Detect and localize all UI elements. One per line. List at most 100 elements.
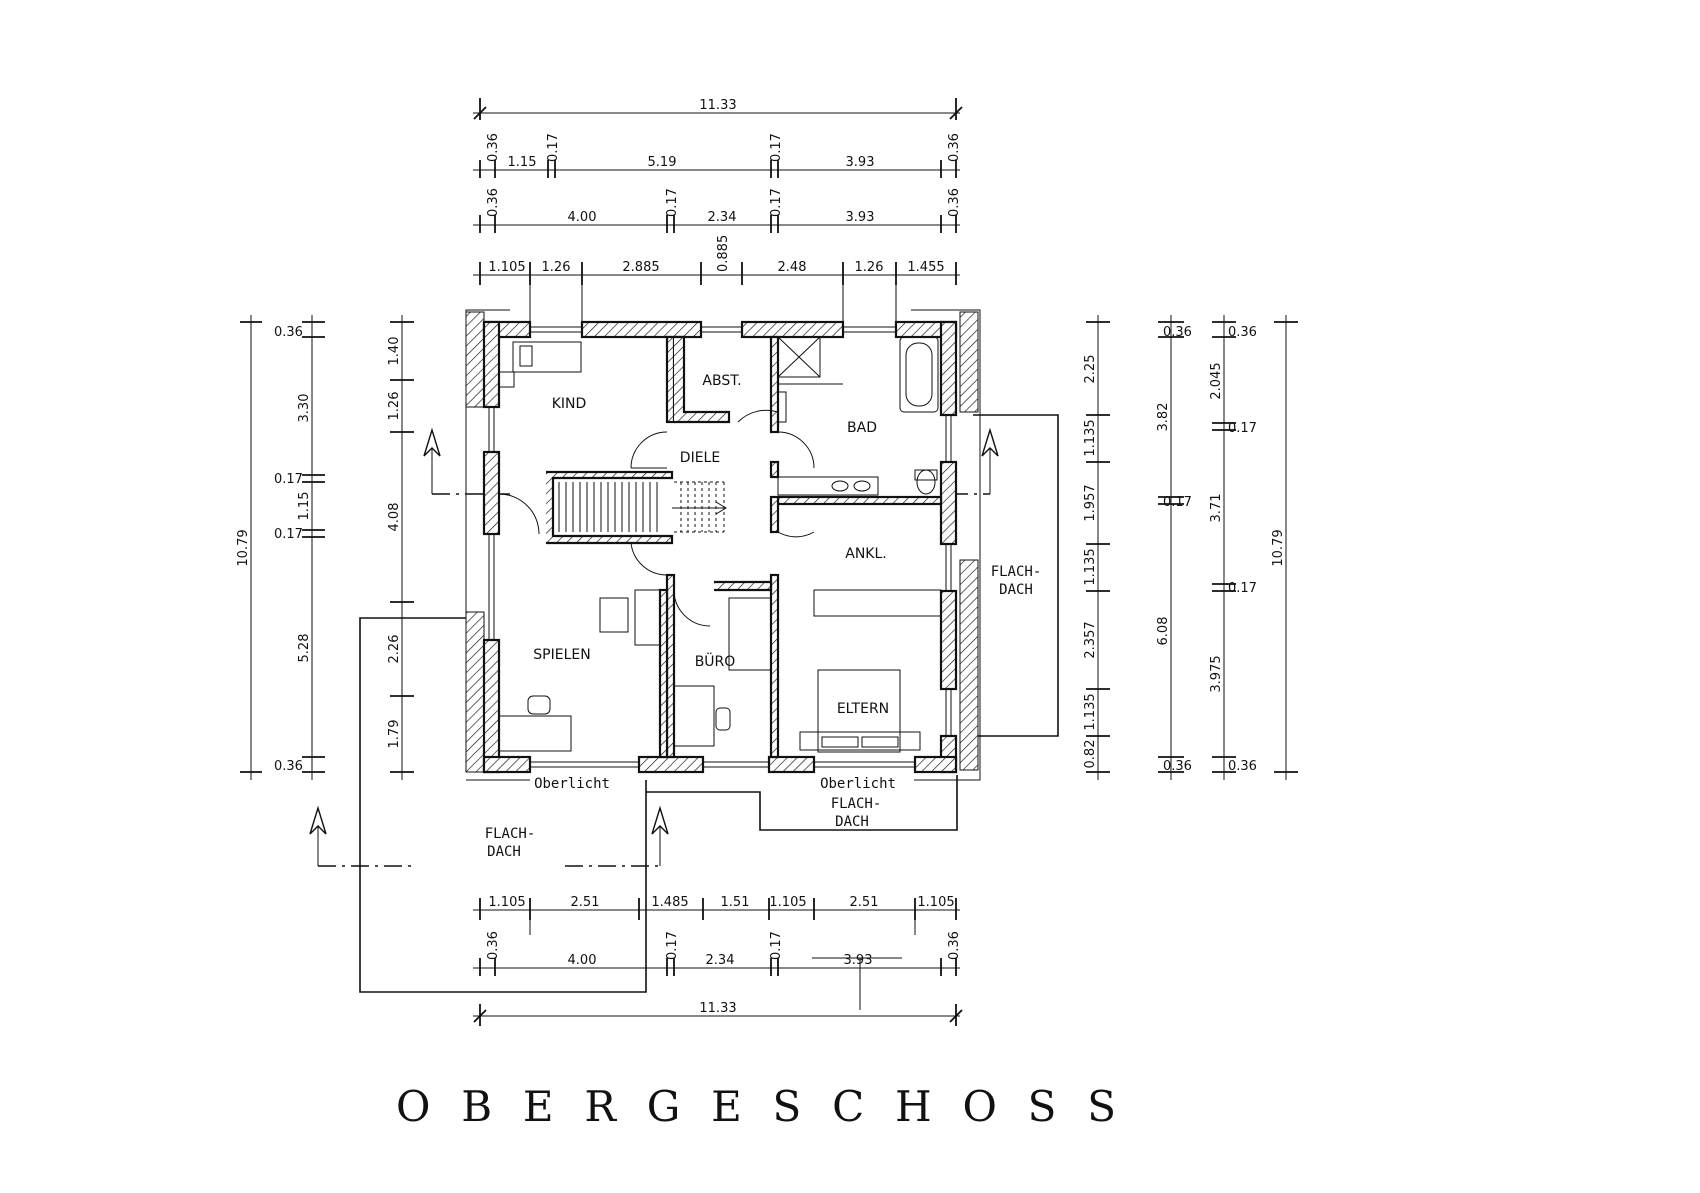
dim-right-col3-5: 3.975 xyxy=(1209,655,1224,692)
dim-right-col1-0: 2.25 xyxy=(1083,355,1098,384)
dim-top-row4-4: 2.48 xyxy=(778,260,807,275)
dim-bottom-row1-0: 1.105 xyxy=(488,895,525,910)
dim-top-row4-5: 1.26 xyxy=(855,260,884,275)
dim-bottom-row2-6: 0.36 xyxy=(947,931,962,960)
dim-bottom-row2-0: 0.36 xyxy=(486,931,501,960)
room-spielen: SPIELEN xyxy=(533,647,590,663)
note-flachdach-right-2: DACH xyxy=(999,582,1033,598)
dim-right-col1-4: 2.357 xyxy=(1083,621,1098,658)
dim-left-col3-3: 2.26 xyxy=(387,635,402,664)
room-kind: KIND xyxy=(552,396,587,412)
dim-left-total: 10.79 xyxy=(236,529,251,566)
note-oberlicht-right: Oberlicht xyxy=(820,776,896,792)
room-eltern: ELTERN xyxy=(837,701,889,717)
furniture xyxy=(498,336,942,753)
room-buro: BÜRO xyxy=(695,652,736,670)
dim-right-col3-0: 0.36 xyxy=(1228,325,1257,340)
dim-right-col1-2: 1.957 xyxy=(1083,484,1098,521)
dim-right-col2-1: 3.82 xyxy=(1156,403,1171,432)
dim-right-col1-6: 0.82 xyxy=(1083,740,1098,769)
dim-top-row2-4: 0.17 xyxy=(769,133,784,162)
dim-right-col3-3: 3.71 xyxy=(1209,494,1224,523)
staircase xyxy=(558,481,727,533)
left-dimension-chain: 10.79 0.36 3.30 0.17 1.15 0.17 5.28 0.36… xyxy=(236,315,414,780)
dim-right-col1-1: 1.135 xyxy=(1083,419,1098,456)
dim-top-row3-6: 0.36 xyxy=(947,188,962,217)
dim-right-col3-2: 0.17 xyxy=(1228,421,1257,436)
dim-bottom-row1-2: 1.485 xyxy=(651,895,688,910)
dim-top-row2-5: 3.93 xyxy=(846,155,875,170)
room-diele: DIELE xyxy=(680,450,720,466)
room-labels: KIND ABST. DIELE BAD ANKL. SPIELEN BÜRO … xyxy=(533,373,889,717)
dim-right-col1-3: 1.135 xyxy=(1083,548,1098,585)
room-abst: ABST. xyxy=(702,373,741,389)
dim-top-row4-2: 2.885 xyxy=(622,260,659,275)
dim-top-row3-5: 3.93 xyxy=(846,210,875,225)
dim-top-row2-1: 1.15 xyxy=(508,155,537,170)
dim-bottom-row2-2: 0.17 xyxy=(665,931,680,960)
dim-right-total: 10.79 xyxy=(1271,529,1286,566)
dim-bottom-row2-1: 4.00 xyxy=(568,953,597,968)
note-flachdach-right-1: FLACH- xyxy=(991,564,1042,580)
dim-left-col2-1: 3.30 xyxy=(297,394,312,423)
dim-left-col2-6: 0.36 xyxy=(274,759,303,774)
dim-top-row2-0: 0.36 xyxy=(486,133,501,162)
dim-bottom-total: 11.33 xyxy=(699,1001,736,1016)
dim-left-col3-0: 1.40 xyxy=(387,337,402,366)
dim-left-col3-2: 4.08 xyxy=(387,503,402,532)
dim-top-row3-3: 2.34 xyxy=(708,210,737,225)
annotations: Oberlicht Oberlicht FLACH- DACH FLACH- D… xyxy=(485,564,1042,860)
note-flachdach-left-2: DACH xyxy=(487,844,521,860)
top-dimension-chain: 11.33 0.36 1.15 0.17 5.19 0.17 3.93 0.36… xyxy=(473,98,963,330)
room-ankl: ANKL. xyxy=(845,546,886,562)
room-bad: BAD xyxy=(847,420,877,436)
note-flachdach-bottom-1: FLACH- xyxy=(831,796,882,812)
exterior-walls xyxy=(482,320,958,774)
dim-bottom-row1-6: 1.105 xyxy=(917,895,954,910)
dim-right-col3-6: 0.36 xyxy=(1228,759,1257,774)
section-cut-lines xyxy=(317,440,991,867)
dim-left-col2-4: 0.17 xyxy=(274,527,303,542)
dim-top-row2-ticks xyxy=(479,160,957,178)
dim-bottom-row1-4: 1.105 xyxy=(769,895,806,910)
dim-left-col2-3: 1.15 xyxy=(297,492,312,521)
dim-top-row3-ticks xyxy=(479,215,957,233)
plan-title: O B E R G E S C H O S S xyxy=(396,1082,1116,1131)
dim-top-row3-0: 0.36 xyxy=(486,188,501,217)
dim-right-col1-5: 1.135 xyxy=(1083,693,1098,730)
note-flachdach-bottom-2: DACH xyxy=(835,814,869,830)
dim-right-col3-1: 2.045 xyxy=(1209,362,1224,399)
note-oberlicht-left: Oberlicht xyxy=(534,776,610,792)
dim-top-row4-1: 1.26 xyxy=(542,260,571,275)
dim-right-col3-4: 0.17 xyxy=(1228,581,1257,596)
dim-right-col2-0: 0.36 xyxy=(1163,325,1192,340)
dim-top-row4-0: 1.105 xyxy=(488,260,525,275)
dim-top-total: 11.33 xyxy=(699,98,736,113)
dim-right-col2-2: 0.17 xyxy=(1163,495,1192,510)
section-arrow-icon xyxy=(309,427,999,835)
dim-top-row2-3: 5.19 xyxy=(648,155,677,170)
dim-top-row3-1: 4.00 xyxy=(568,210,597,225)
dim-left-col2-2: 0.17 xyxy=(274,472,303,487)
dim-right-col2-3: 6.08 xyxy=(1156,617,1171,646)
dim-left-col2-5: 5.28 xyxy=(297,634,312,663)
dim-right-col2-4: 0.36 xyxy=(1163,759,1192,774)
flat-roof-outlines xyxy=(359,309,1059,993)
dim-bottom-row2-3: 2.34 xyxy=(706,953,735,968)
dim-left-col3-4: 1.79 xyxy=(387,720,402,749)
bottom-dimension-chain: 1.105 2.51 1.485 1.51 1.105 2.51 1.105 0… xyxy=(473,895,963,1026)
dim-left-col2-0: 0.36 xyxy=(274,325,303,340)
right-dimension-chain: 2.25 1.135 1.957 1.135 2.357 1.135 0.82 … xyxy=(1083,315,1298,780)
dim-top-row3-4: 0.17 xyxy=(769,188,784,217)
note-flachdach-left-1: FLACH- xyxy=(485,826,536,842)
dim-top-row4-6: 1.455 xyxy=(907,260,944,275)
door-swings xyxy=(498,409,815,627)
dim-top-row3-2: 0.17 xyxy=(665,188,680,217)
dim-bottom-row1-3: 1.51 xyxy=(721,895,750,910)
dim-top-row4-3: 0.885 xyxy=(716,235,731,272)
dim-bottom-row2-4: 0.17 xyxy=(769,931,784,960)
dim-left-col3-1: 1.26 xyxy=(387,392,402,421)
dim-bottom-row1-1: 2.51 xyxy=(571,895,600,910)
dim-bottom-row2-5: 3.93 xyxy=(844,953,873,968)
